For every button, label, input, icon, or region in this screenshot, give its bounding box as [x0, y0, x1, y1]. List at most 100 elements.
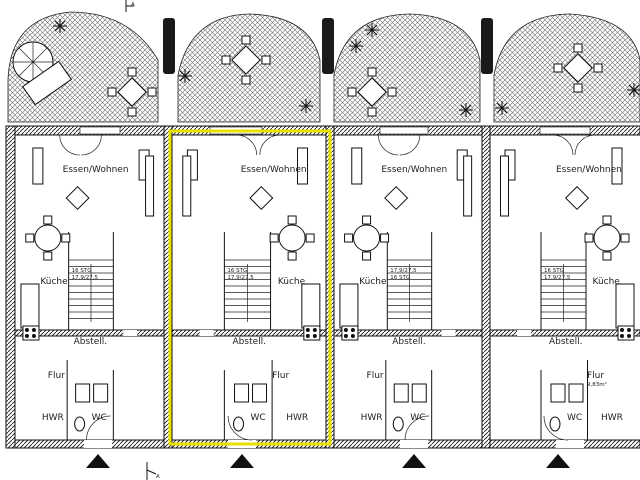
kitchen-label: Küche — [593, 277, 621, 287]
door-swing — [259, 134, 280, 156]
garden-table-icon — [347, 67, 397, 117]
stove-icon — [617, 325, 635, 341]
sideboard-icon — [463, 155, 473, 217]
door-opening — [556, 440, 584, 448]
sink-icon — [550, 383, 566, 403]
storage-label: Abstell. — [392, 337, 426, 347]
plant-icon — [365, 23, 379, 37]
door-swing — [59, 134, 80, 156]
burner-icon — [24, 334, 29, 338]
hall-partition — [14, 329, 165, 337]
door-opening — [84, 440, 112, 448]
coffee-table-icon — [65, 185, 90, 211]
terrace-3 — [333, 13, 481, 123]
burner-icon — [350, 334, 355, 338]
chair-icon — [287, 215, 297, 225]
window-opening — [79, 126, 121, 135]
burner-icon — [343, 334, 348, 338]
plant-icon — [495, 101, 509, 115]
sofa-icon — [351, 147, 363, 185]
chair-icon — [584, 233, 594, 243]
kitchen-label: Küche — [359, 277, 387, 287]
garden-table-icon — [221, 35, 271, 85]
burner-icon — [627, 334, 631, 338]
plant-icon — [178, 69, 192, 83]
stair-info-label: 17,9/27,5 — [544, 275, 571, 281]
section-marker-top: A — [125, 0, 135, 12]
utility-room-label: HWR — [601, 413, 623, 423]
lounger-icon — [21, 60, 73, 106]
stair-info-label: 17,9/27,5 — [72, 275, 99, 281]
hall-label: Flur — [367, 371, 384, 381]
sofa-icon — [32, 147, 44, 185]
utility-room-label: HWR — [361, 413, 383, 423]
door-swing — [227, 415, 253, 441]
sink-icon — [93, 383, 109, 403]
chair-icon — [287, 251, 297, 261]
living-room-label: Essen/Wohnen — [381, 165, 447, 175]
stair-info-label: 16 STG — [227, 268, 247, 274]
toilet-icon — [549, 416, 561, 432]
burner-icon — [312, 334, 317, 338]
party-wall-1 — [163, 125, 173, 449]
selected-unit-outline[interactable] — [168, 129, 332, 446]
chair-icon — [344, 233, 354, 243]
living-room-label: Essen/Wohnen — [241, 165, 307, 175]
door-swing — [81, 134, 102, 156]
utility-room-label: HWR — [286, 413, 308, 423]
dining-table-icon — [353, 224, 381, 252]
sink-icon — [252, 383, 268, 403]
kitchen-counter-icon — [20, 283, 40, 329]
storage-label: Abstell. — [74, 337, 108, 347]
kitchen-counter-icon — [339, 283, 359, 329]
sink-icon — [411, 383, 427, 403]
sink-icon — [393, 383, 409, 403]
chair-icon — [43, 215, 53, 225]
dining-table-icon — [34, 224, 62, 252]
door-swing — [574, 134, 596, 156]
entrance-arrow-icon — [230, 454, 254, 468]
wc-label: WC — [251, 413, 266, 423]
chair-icon — [61, 233, 71, 243]
plant-icon — [349, 39, 363, 53]
stair-info-label: 17,9/27,5 — [227, 275, 254, 281]
sofa-icon — [297, 147, 309, 185]
plant-icon — [459, 103, 473, 117]
hall-partition — [171, 329, 327, 337]
door-gap — [441, 330, 456, 336]
chair-icon — [602, 215, 612, 225]
sideboard-icon — [182, 155, 192, 217]
entrance-arrow-icon — [86, 454, 110, 468]
door-opening — [400, 440, 428, 448]
door-gap — [199, 330, 214, 336]
sideboard-icon — [145, 155, 155, 217]
stove-icon — [303, 325, 321, 341]
stair-info-label: 16 STG — [390, 275, 410, 281]
kitchen-label: Küche — [40, 277, 68, 287]
burner-icon — [350, 328, 355, 332]
plant-icon — [53, 19, 67, 33]
stove-icon — [22, 325, 40, 341]
kitchen-label: Küche — [278, 277, 306, 287]
hall-partition — [489, 329, 640, 337]
chair-icon — [380, 233, 390, 243]
wc-label: WC — [92, 413, 107, 423]
burner-icon — [31, 328, 36, 332]
chair-icon — [25, 233, 35, 243]
door-swing — [543, 415, 569, 441]
burner-icon — [620, 328, 624, 332]
hall-label: Flur — [587, 371, 604, 381]
burner-icon — [627, 328, 631, 332]
wc-label: WC — [410, 413, 425, 423]
door-gap — [123, 330, 138, 336]
chair-icon — [620, 233, 630, 243]
entrance-markers — [86, 454, 570, 468]
sink-icon — [234, 383, 250, 403]
wc-label: WC — [567, 413, 582, 423]
terrace-area — [7, 11, 640, 123]
